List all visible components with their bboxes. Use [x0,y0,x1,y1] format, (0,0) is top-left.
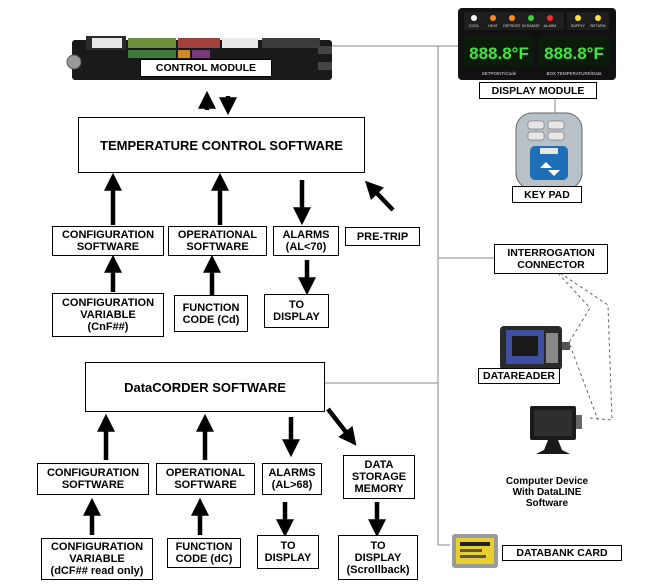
indicator-label: COOL [469,24,479,28]
tc-to-display-box: TO DISPLAY [264,294,329,328]
indicator-light [471,15,477,21]
dc-alarms-box: ALARMS (AL>68) [262,463,322,495]
indicator-label: DEFROST [503,24,521,28]
keypad-device [515,112,583,190]
setpoint-caption: SETPOINT/Code [482,71,517,76]
bus-lines [325,45,556,546]
indicator-light [528,15,534,21]
data-storage-memory-box: DATA STORAGE MEMORY [343,455,415,499]
databank-card-label: DATABANK CARD [502,545,622,561]
dc-configuration-variable-box: CONFIGURATION VARIABLE (dCF## read only) [41,538,153,580]
tc-alarms-box: ALARMS (AL<70) [273,226,339,256]
tc-configuration-software-box: CONFIGURATION SOFTWARE [52,226,164,256]
keypad-label: KEY PAD [512,186,582,203]
pre-trip-box: PRE-TRIP [345,227,420,246]
indicator-label: SUPPLY [571,24,586,28]
indicator-light [575,15,581,21]
datareader-device [500,326,570,370]
box-temperature-caption: BOX TEMPERATURE/Data [546,71,602,76]
tc-operational-software-box: OPERATIONAL SOFTWARE [168,226,267,256]
setpoint-readout: 888.8°F [469,44,529,63]
flow-arrows [83,90,395,538]
dc-function-code-box: FUNCTION CODE (dC) [167,538,241,568]
dashed-cables [557,272,613,421]
datareader-label: DATAREADER [478,368,560,384]
databank-card-device [452,534,498,568]
indicator-label: HEAT [488,24,498,28]
display-module-label: DISPLAY MODULE [479,82,597,99]
dc-configuration-software-box: CONFIGURATION SOFTWARE [37,463,149,495]
indicator-lights-right: SUPPLY RETURN [571,15,606,28]
indicator-light [547,15,553,21]
indicator-label: RETURN [591,24,606,28]
dc-operational-software-box: OPERATIONAL SOFTWARE [156,463,255,495]
dc-to-display-scrollback-box: TO DISPLAY (Scrollback) [338,535,418,580]
indicator-label: ALARM [544,24,556,28]
datacorder-software-box: DataCORDER SOFTWARE [85,362,325,412]
computer-device [530,406,582,454]
box-temperature-readout: 888.8°F [544,44,604,63]
computer-device-label: Computer Device With DataLINE Software [505,476,589,509]
indicator-light [509,15,515,21]
indicator-light [490,15,496,21]
indicator-light [595,15,601,21]
tc-configuration-variable-box: CONFIGURATION VARIABLE (CnF##) [52,293,164,337]
indicator-label: IN RANGE [522,24,540,28]
tc-function-code-box: FUNCTION CODE (Cd) [174,295,248,332]
temperature-control-software-box: TEMPERATURE CONTROL SOFTWARE [78,117,365,173]
interrogation-connector-label: INTERROGATION CONNECTOR [494,244,608,274]
dc-to-display-box: TO DISPLAY [257,535,319,569]
control-module-label: CONTROL MODULE [140,59,272,77]
